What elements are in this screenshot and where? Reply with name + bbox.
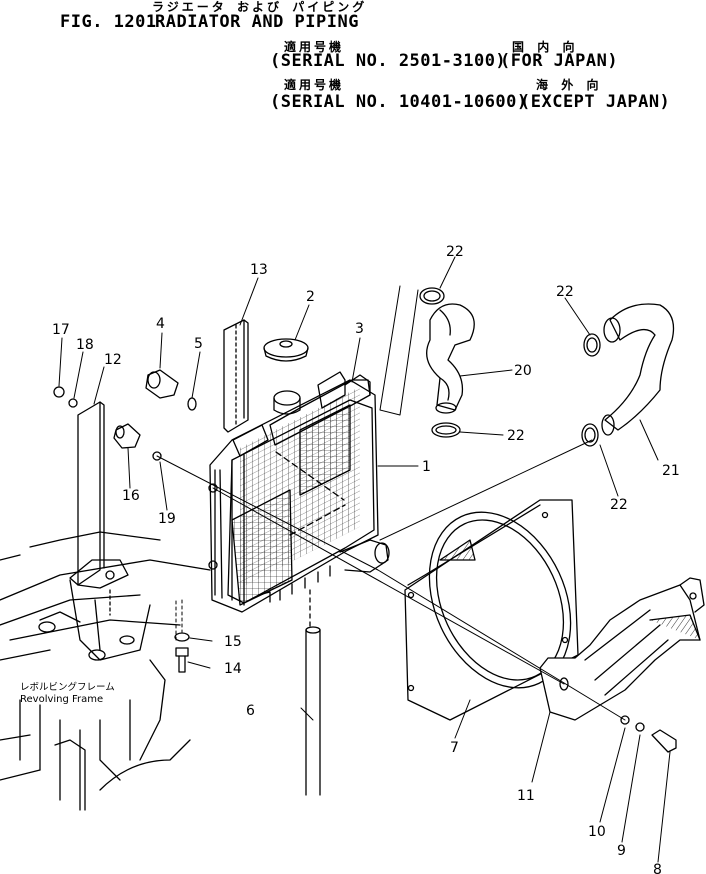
callout-22c: 22	[556, 284, 574, 300]
callout-17: 17	[52, 322, 70, 338]
hose-clamp-d	[581, 423, 599, 447]
washer-18	[68, 398, 78, 408]
fan-guard	[539, 577, 705, 721]
radiator-cap	[263, 338, 309, 362]
assembly-lines	[156, 285, 626, 721]
radiator-stay	[223, 319, 249, 433]
callout-8: 8	[653, 862, 662, 874]
region-2-japanese: 海 外 向	[536, 78, 602, 92]
revolving-frame	[0, 531, 211, 811]
callout-21: 21	[662, 463, 680, 479]
callout-16: 16	[122, 488, 140, 504]
bolt-8	[651, 729, 677, 753]
figure-label: FIG. 1201	[60, 12, 157, 32]
upper-hose	[426, 303, 475, 414]
callout-9: 9	[617, 843, 626, 859]
serial-range-2: (SERIAL NO. 10401-10600)	[270, 92, 528, 112]
o-ring	[187, 397, 197, 411]
hose-clamp-a	[419, 287, 445, 305]
drain-valve	[145, 369, 179, 399]
radiator-stay-bracket	[69, 401, 129, 616]
callout-10: 10	[588, 824, 606, 840]
region-1: (FOR JAPAN)	[500, 51, 619, 71]
washer-9	[635, 722, 645, 732]
callout-20: 20	[514, 363, 532, 379]
callout-12: 12	[104, 352, 122, 368]
nut-17	[53, 386, 65, 398]
region-1-japanese: 国 内 向	[512, 40, 578, 54]
callout-6: 6	[246, 703, 255, 719]
washer-10	[620, 715, 630, 725]
radiator-assembly	[208, 371, 390, 613]
callout-13: 13	[250, 262, 268, 278]
callout-14: 14	[224, 661, 242, 677]
title-japanese: ラジエータ および パイピング	[152, 0, 368, 14]
sensor-switch	[113, 423, 141, 449]
washer-19	[152, 451, 162, 461]
callout-15: 15	[224, 634, 242, 650]
frame-label-japanese: レボルビングフレーム	[20, 681, 115, 693]
page-title: RADIATOR AND PIPING	[155, 12, 359, 32]
callout-2: 2	[306, 289, 315, 305]
callout-22d: 22	[610, 497, 628, 513]
frame-label: Revolving Frame	[20, 694, 103, 705]
callout-4: 4	[156, 316, 165, 332]
callouts: 1 2 3 4 5 6 7 8 9 10 11 12 13 14 15 16 1…	[52, 244, 680, 874]
hose-clamp-b	[431, 422, 461, 438]
hose-clamp-c	[583, 333, 601, 357]
lower-hose	[601, 303, 675, 436]
serial-1-japanese: 適用号機	[284, 40, 345, 54]
washer-15	[174, 632, 190, 642]
leader-lines	[58, 256, 671, 863]
serial-2-japanese: 適用号機	[284, 78, 345, 92]
region-2: (EXCEPT JAPAN)	[520, 92, 671, 112]
drain-pipe	[305, 589, 321, 796]
callout-18: 18	[76, 337, 94, 353]
callout-7: 7	[450, 740, 459, 756]
bolt-14	[175, 647, 189, 673]
callout-5: 5	[194, 336, 203, 352]
callout-1: 1	[422, 459, 431, 475]
serial-range-1: (SERIAL NO. 2501-3100)	[270, 51, 507, 71]
callout-22a: 22	[446, 244, 464, 260]
callout-22b: 22	[507, 428, 525, 444]
callout-11: 11	[517, 788, 535, 804]
callout-3: 3	[355, 321, 364, 337]
callout-19: 19	[158, 511, 176, 527]
